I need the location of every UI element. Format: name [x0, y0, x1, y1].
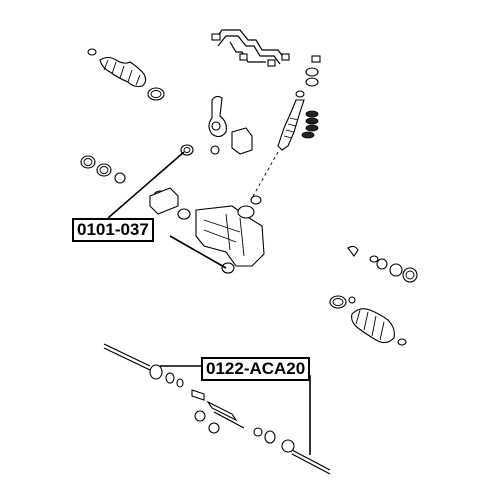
left-boot-assembly: [87, 48, 165, 101]
part-number-callout: 0122-ACA20: [201, 357, 311, 381]
rack-guide-parts: [180, 95, 253, 156]
part-number-callout: 0101-037: [72, 218, 154, 242]
pinion-shaft-assembly: [251, 55, 321, 199]
rack-housing: [149, 187, 265, 274]
leader-lines: [107, 151, 311, 455]
right-boot-assembly: [329, 245, 418, 346]
tie-rod-inner-assembly: [103, 343, 331, 475]
hydraulic-lines: [211, 29, 290, 67]
